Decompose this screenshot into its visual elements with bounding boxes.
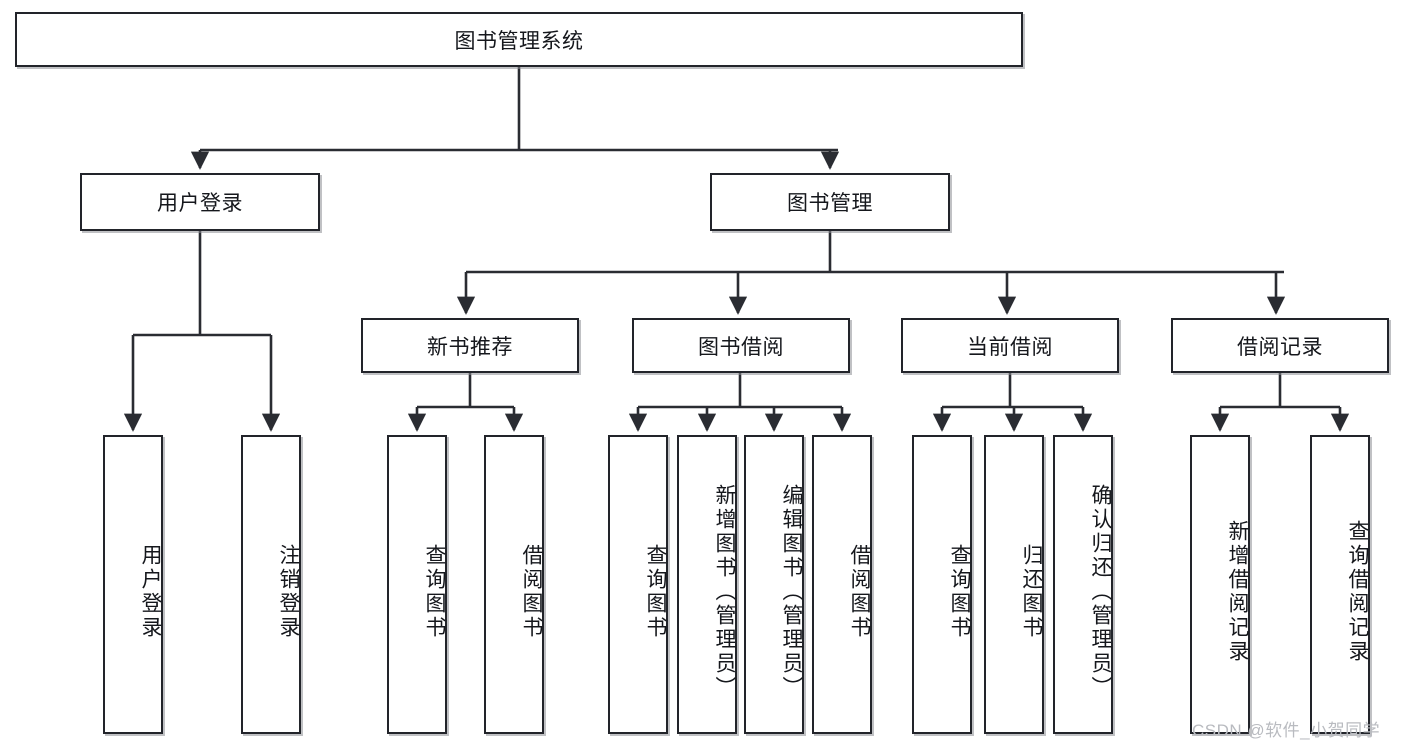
node-leaf-logout[interactable]: 注销登录 [241,435,301,734]
node-new-book-recommend[interactable]: 新书推荐 [361,318,579,373]
node-leaf-logout-label: 注销登录 [277,543,300,640]
node-leaf-edit-book[interactable]: 编辑图书（管理员） [744,435,804,734]
node-leaf-user-login-label: 用户登录 [139,543,162,640]
node-root-label: 图书管理系统 [454,29,584,53]
node-leaf-return-book-label: 归还图书 [1020,543,1043,640]
node-leaf-add-book[interactable]: 新增图书（管理员） [677,435,737,734]
node-user-login-label: 用户登录 [157,192,243,215]
node-current-borrow-label: 当前借阅 [967,335,1053,359]
node-leaf-borrow-book-2[interactable]: 借阅图书 [812,435,872,734]
node-new-book-recommend-label: 新书推荐 [427,335,513,359]
node-leaf-query-book-3[interactable]: 查询图书 [912,435,972,734]
node-leaf-borrow-book-1[interactable]: 借阅图书 [484,435,544,734]
node-borrow-record[interactable]: 借阅记录 [1171,318,1389,373]
node-leaf-edit-book-label: 编辑图书（管理员） [780,483,803,700]
node-leaf-borrow-book-1-label: 借阅图书 [520,543,543,640]
node-leaf-query-book-1-label: 查询图书 [423,543,446,640]
node-user-login[interactable]: 用户登录 [80,173,320,231]
node-book-manage-label: 图书管理 [787,192,873,215]
node-leaf-add-record[interactable]: 新增借阅记录 [1190,435,1250,734]
node-leaf-query-record-label: 查询借阅记录 [1346,519,1369,664]
node-leaf-query-book-2[interactable]: 查询图书 [608,435,668,734]
node-leaf-query-book-3-label: 查询图书 [948,543,971,640]
node-book-manage[interactable]: 图书管理 [710,173,950,231]
node-leaf-query-book-2-label: 查询图书 [644,543,667,640]
node-book-borrow-label: 图书借阅 [698,335,784,359]
node-book-borrow[interactable]: 图书借阅 [632,318,850,373]
node-leaf-query-record[interactable]: 查询借阅记录 [1310,435,1370,734]
node-leaf-user-login[interactable]: 用户登录 [103,435,163,734]
node-leaf-return-book[interactable]: 归还图书 [984,435,1044,734]
node-borrow-record-label: 借阅记录 [1237,335,1323,359]
node-leaf-query-book-1[interactable]: 查询图书 [387,435,447,734]
node-root[interactable]: 图书管理系统 [15,12,1023,67]
node-current-borrow[interactable]: 当前借阅 [901,318,1119,373]
node-leaf-confirm-return[interactable]: 确认归还（管理员） [1053,435,1113,734]
node-leaf-add-record-label: 新增借阅记录 [1226,519,1249,664]
node-leaf-borrow-book-2-label: 借阅图书 [848,543,871,640]
csdn-watermark: CSDN @软件_小贺同学 [1192,721,1381,740]
node-leaf-confirm-return-label: 确认归还（管理员） [1089,483,1112,700]
node-leaf-add-book-label: 新增图书（管理员） [713,483,736,700]
